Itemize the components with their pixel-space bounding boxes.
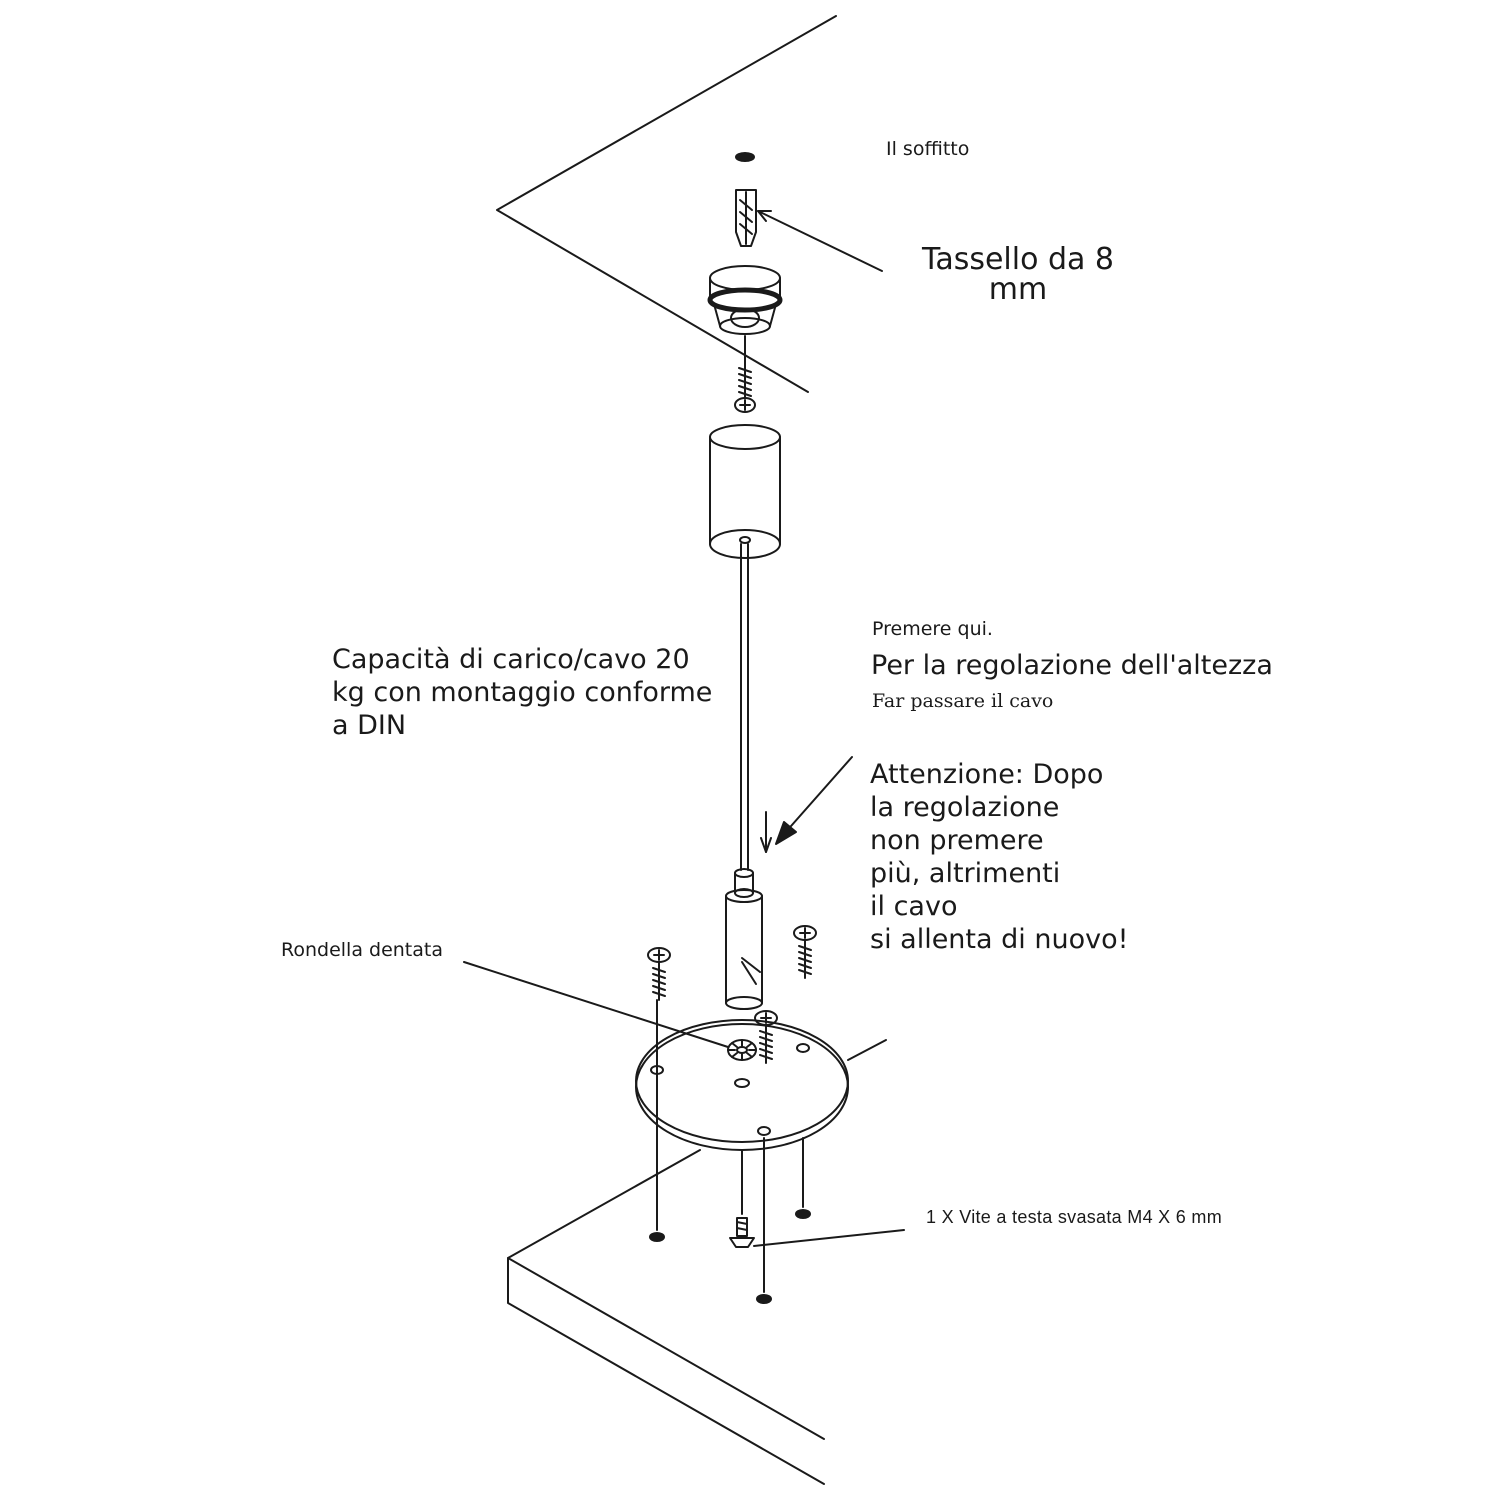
anchor-label: Tassello da 8 mm [921, 242, 1115, 307]
front-screw-icon [754, 1010, 778, 1293]
screw-leader-line [753, 1229, 905, 1247]
table-plane [507, 1149, 825, 1440]
right-screw-icon [793, 925, 817, 1208]
warning-label: Attenzione: Dopo la regolazione non prem… [870, 759, 1129, 955]
load-capacity-label: Capacità di carico/cavo 20 kg con montag… [332, 644, 713, 741]
main-cable [740, 543, 749, 871]
pass-cable-label: Far passare il cavo [872, 690, 1054, 712]
countersunk-screw-icon [729, 1149, 755, 1248]
anchor-leader-line [757, 210, 883, 272]
left-screw-icon [647, 947, 671, 1231]
toothed-washer-icon [727, 1039, 757, 1061]
wall-anchor-icon [735, 189, 757, 247]
press-here-label: Premere qui. [872, 618, 993, 640]
press-arrow [783, 756, 853, 835]
washer-leader-line [463, 961, 729, 1048]
height-adjust-label: Per la regolazione dell'altezza [871, 650, 1273, 681]
table-front-edge [507, 1257, 825, 1485]
canopy-cylinder-icon [709, 424, 781, 559]
ceiling-cap-icon [707, 265, 783, 335]
ceiling-plane [496, 15, 837, 393]
wood-screw-icon [734, 361, 756, 413]
ceiling-hole [735, 152, 755, 162]
cable-gripper-icon [725, 868, 763, 1010]
washer-label: Rondella dentata [281, 939, 443, 961]
base-plate-icon [635, 1019, 887, 1151]
ceiling-label: Il soffitto [886, 138, 970, 160]
screw-label: 1 X Vite a testa svasata M4 X 6 mm [926, 1207, 1222, 1227]
